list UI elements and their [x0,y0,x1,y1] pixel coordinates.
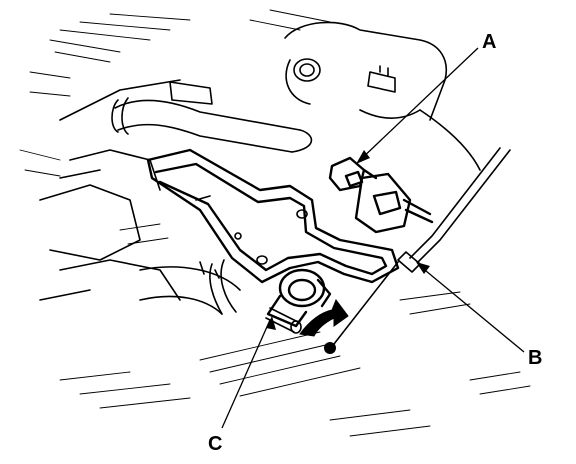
mounting-bracket [146,148,400,284]
leader-line-b [419,265,525,353]
background-hatching [19,9,531,437]
leader-arrow-a-icon [356,150,370,164]
leader-arrow-c-icon [266,316,276,330]
throttle-linkage [266,268,332,328]
leader-lines [221,47,525,429]
rotation-arrow-icon [299,298,349,337]
callout-label-c: C [208,433,222,455]
cable-clip [328,156,378,192]
engine-block-outline [284,21,481,171]
bracket-holes [195,195,308,265]
coolant-hose [111,81,313,153]
callout-label-b: B [528,347,542,369]
cable-end-ball [324,342,336,354]
left-frame-structure [39,79,181,301]
leader-arrow-b-icon [416,262,430,274]
callout-label-a: A [482,31,496,53]
leader-line-c [221,319,271,429]
lower-hose [139,259,241,315]
throttle-cable [333,147,511,345]
leader-line-a [357,47,479,163]
cable-housing-bracket [354,172,434,234]
